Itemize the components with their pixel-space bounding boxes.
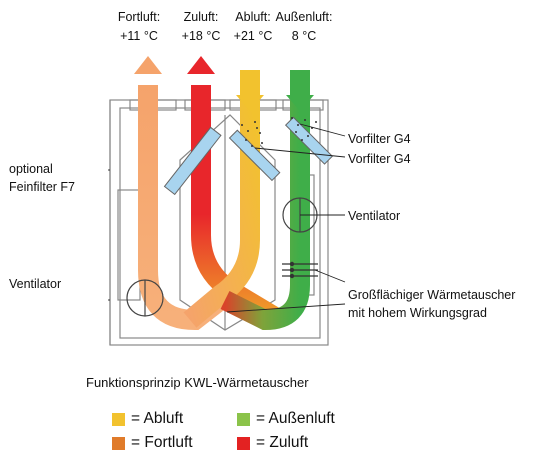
header-aussenluft-temp: 8 °C [291,29,317,43]
aussenluft-arrow [286,95,314,111]
label-vorfilter-1: Vorfilter G4 [348,132,411,146]
header-abluft-name: Abluft: [235,10,271,24]
header-fortluft-name: Fortluft: [117,10,161,24]
heat-exchanger-fins [282,261,318,279]
header-abluft-temp: +21 °C [233,29,273,43]
legend-item-zuluft: = Zuluft [237,434,308,452]
leader-lines [108,123,346,313]
legend-swatch-zuluft [237,436,250,450]
label-ventilator-left: Ventilator [9,277,62,291]
legend-swatch-aussenluft [237,412,250,426]
label-heat-exchanger-2: mit hohem Wirkungsgrad [348,306,487,320]
abluft-arrow [236,95,264,111]
legend-item-abluft: = Abluft [112,410,183,428]
legend-label-abluft: = Abluft [131,410,184,427]
header-zuluft-name: Zuluft: [183,10,219,24]
flow-arrows [134,56,314,111]
fortluft-arrow [134,56,162,74]
zuluft-arrow [187,56,215,74]
legend-label-fortluft: = Fortluft [131,434,193,451]
header-abluft: Abluft: +21 °C [225,9,281,44]
label-feinfilter: Feinfilter F7 [9,180,75,194]
header-fortluft: Fortluft: +11 °C [111,9,167,44]
header-aussenluft: Außenluft: 8 °C [266,9,342,44]
prefilter-g4-1 [228,129,281,182]
fine-filter-f7 [163,126,222,196]
prefilter-g4-2 [284,116,334,165]
header-zuluft-temp: +18 °C [181,29,221,43]
legend-swatch-fortluft [112,436,125,450]
dust-particles [241,117,317,147]
legend-item-aussenluft: = Außenluft [237,410,335,428]
legend-swatch-abluft [112,412,125,426]
header-zuluft: Zuluft: +18 °C [173,9,229,44]
legend-label-aussenluft: = Außenluft [256,410,335,427]
header-fortluft-temp: +11 °C [120,29,158,43]
label-optional: optional [9,162,53,176]
filters [163,116,334,196]
legend-label-zuluft: = Zuluft [256,434,309,451]
label-ventilator-right: Ventilator [348,209,401,223]
legend-item-fortluft: = Fortluft [112,434,193,452]
diagram-caption: Funktionsprinzip KWL-Wärmetauscher [86,375,309,390]
label-vorfilter-2: Vorfilter G4 [348,152,411,166]
label-heat-exchanger-1: Großflächiger Wärmetauscher [348,288,516,302]
header-aussenluft-name: Außenluft: [275,10,333,24]
